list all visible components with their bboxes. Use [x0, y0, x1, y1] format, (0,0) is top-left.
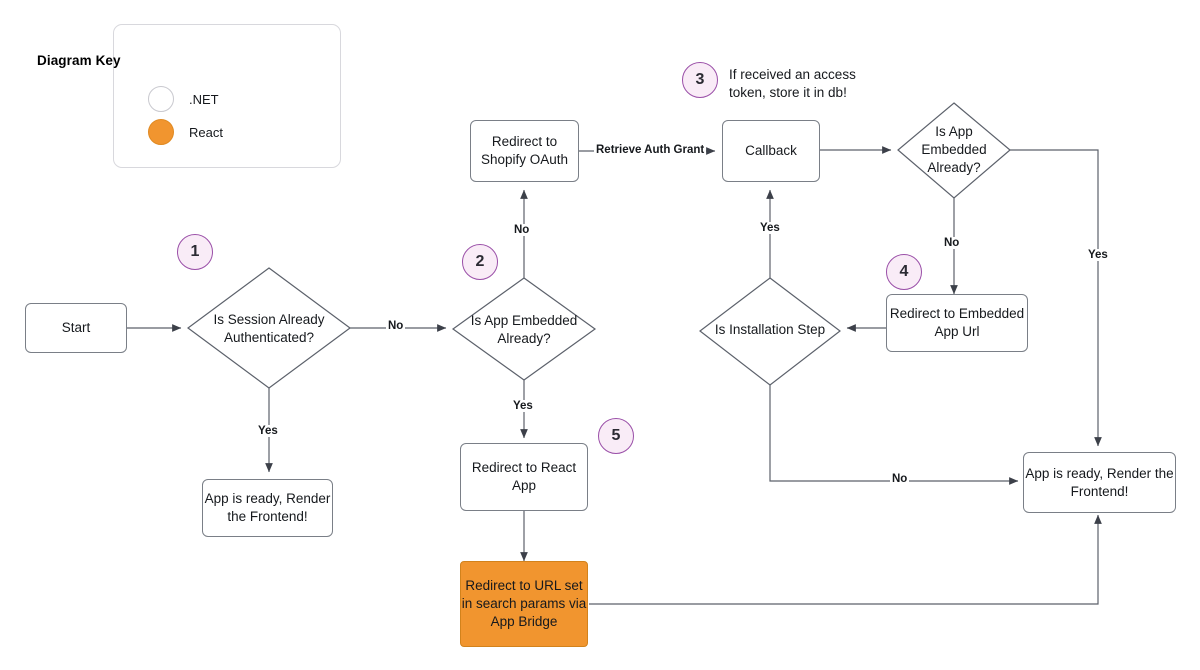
node-is-app-embedded-3[interactable]: Is App Embedded Already?: [902, 122, 1006, 178]
edge-label-install-no: No: [890, 473, 910, 485]
edge-label-embedded2-no: No: [512, 224, 532, 236]
step-badge-3: 3: [682, 62, 718, 98]
edge-appbridge-to-appready-right: [589, 514, 1102, 605]
react-swatch-icon: [148, 119, 174, 145]
node-is-app-embedded-2[interactable]: Is App Embedded Already?: [464, 302, 584, 358]
node-redirect-embedded-app-url[interactable]: Redirect to Embedded App Url: [886, 294, 1028, 352]
edge-label-embedded2-yes: Yes: [511, 400, 535, 412]
step-badge-2-number: 2: [475, 253, 485, 270]
node-start-label: Start: [61, 320, 91, 336]
step-badge-4: 4: [886, 254, 922, 290]
node-app-ready-left-label: App is ready, Render the Frontend!: [204, 491, 331, 524]
node-app-ready-right[interactable]: App is ready, Render the Frontend!: [1023, 452, 1176, 513]
step-badge-1: 1: [177, 234, 213, 270]
step-badge-5-number: 5: [611, 427, 621, 444]
edge-label-install-yes: Yes: [758, 222, 782, 234]
node-app-ready-right-label: App is ready, Render the Frontend!: [1025, 465, 1174, 499]
node-is-installation-step[interactable]: Is Installation Step: [712, 308, 828, 352]
step-badge-2: 2: [462, 244, 498, 280]
node-is-app-embedded-3-label: Is App Embedded Already?: [921, 124, 987, 175]
edge-label-retrieve-auth-grant: Retrieve Auth Grant: [594, 144, 707, 156]
node-redirect-url-app-bridge[interactable]: Redirect to URL set in search params via…: [460, 561, 588, 647]
edge-embedded3-yes-to-appready-right: [1010, 149, 1102, 447]
node-redirect-embedded-app-url-label: Redirect to Embedded App Url: [889, 306, 1025, 339]
edge-label-session-yes: Yes: [256, 425, 280, 437]
node-redirect-url-app-bridge-label: Redirect to URL set in search params via…: [461, 578, 587, 629]
node-is-installation-step-label: Is Installation Step: [714, 322, 826, 338]
node-redirect-react-app[interactable]: Redirect to React App: [460, 443, 588, 511]
node-callback-label: Callback: [745, 143, 797, 159]
step-badge-5: 5: [598, 418, 634, 454]
node-redirect-shopify-oauth[interactable]: Redirect to Shopify OAuth: [470, 120, 579, 182]
node-redirect-react-app-label: Redirect to React App: [471, 460, 577, 493]
legend-label-dotnet: .NET: [189, 92, 219, 107]
edge-label-embedded3-no: No: [942, 237, 962, 249]
diagram-key-title: Diagram Key: [37, 53, 121, 68]
node-redirect-shopify-oauth-label: Redirect to Shopify OAuth: [480, 134, 569, 167]
note-access-token: If received an access token, store it in…: [729, 67, 856, 101]
node-start[interactable]: Start: [25, 303, 127, 353]
step-badge-1-number: 1: [190, 243, 200, 260]
edge-label-session-no: No: [386, 320, 406, 332]
dotnet-swatch-icon: [148, 86, 174, 112]
edge-installstep-no-to-appready-right: [769, 385, 1019, 485]
node-is-app-embedded-2-label: Is App Embedded Already?: [470, 313, 578, 346]
legend-label-react: React: [189, 125, 223, 140]
node-is-session-authenticated[interactable]: Is Session Already Authenticated?: [199, 300, 339, 358]
node-app-ready-left[interactable]: App is ready, Render the Frontend!: [202, 479, 333, 537]
step-badge-3-number: 3: [695, 71, 705, 88]
step-badge-4-number: 4: [899, 263, 909, 280]
edge-label-embedded3-yes: Yes: [1086, 249, 1110, 261]
node-is-session-authenticated-label: Is Session Already Authenticated?: [213, 312, 325, 345]
node-callback[interactable]: Callback: [722, 120, 820, 182]
